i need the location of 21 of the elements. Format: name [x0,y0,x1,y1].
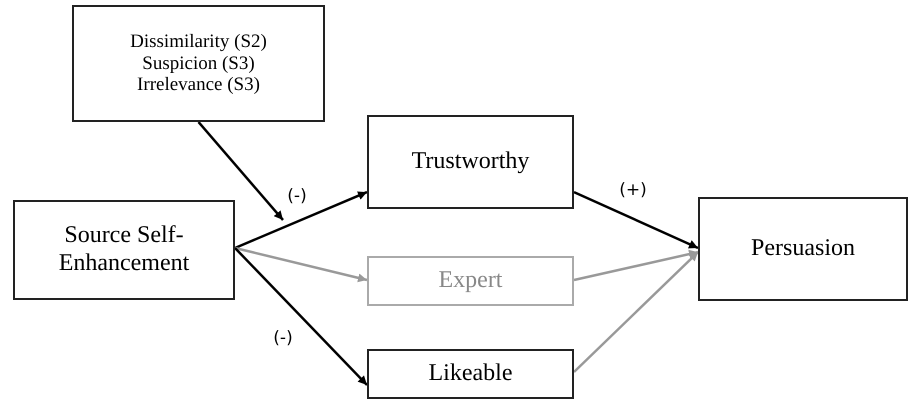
variable-box [367,349,574,399]
variable-name: Trustworthy [412,148,530,176]
arrow [198,121,284,221]
variable-box [72,5,325,122]
variable-box [367,115,574,209]
variable-name: Suspicion (S3) [142,52,255,74]
arrow [234,246,368,282]
variable-box [698,197,908,301]
variable-name: Irrelevance (S3) [137,74,260,96]
variable-box [367,256,574,306]
arrow [573,190,699,250]
variable-name: Source Self-Enhancement [58,222,190,278]
variable-name: Expert [438,267,502,295]
variable-box [13,200,235,300]
arrow [234,190,368,250]
variable-name: Likeable [428,360,512,388]
arrow [574,250,698,282]
arrow [573,251,699,373]
arrow [234,247,368,386]
variable-name: Dissimilarity (S2) [130,30,267,53]
variable-name: Persuasion [751,235,855,263]
